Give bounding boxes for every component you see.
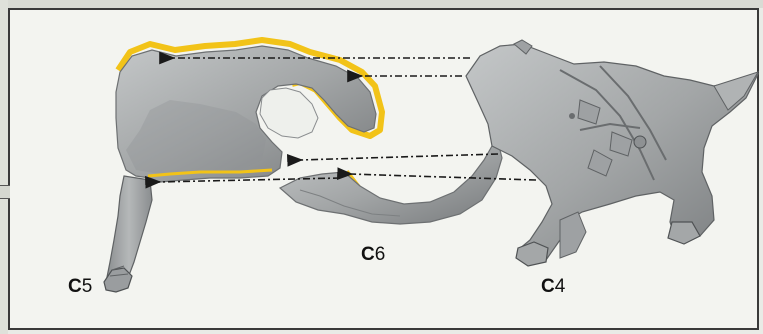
arrow-c4-to-c6-upper (300, 154, 498, 160)
part-c4-hoof (516, 242, 548, 266)
part-c4-body (466, 44, 758, 262)
label-c4: C4 (541, 276, 565, 298)
label-c6-number: 6 (375, 244, 386, 265)
part-c4 (466, 40, 758, 266)
label-c4-number: 4 (555, 276, 566, 297)
label-c6-letter: C (361, 244, 375, 265)
arrow-c4-to-c6-lower (350, 174, 536, 180)
label-c5-letter: C (68, 276, 82, 297)
part-c6 (280, 142, 502, 224)
part-c5 (104, 40, 382, 292)
label-c5: C5 (68, 276, 92, 298)
part-c4-rivet (634, 136, 646, 148)
part-c6-body (280, 142, 502, 224)
part-c5-cavity (260, 88, 318, 138)
label-c5-number: 5 (82, 276, 93, 297)
label-c6: C6 (361, 244, 385, 266)
part-c4-front-leg (560, 212, 586, 258)
label-c4-letter: C (541, 276, 555, 297)
